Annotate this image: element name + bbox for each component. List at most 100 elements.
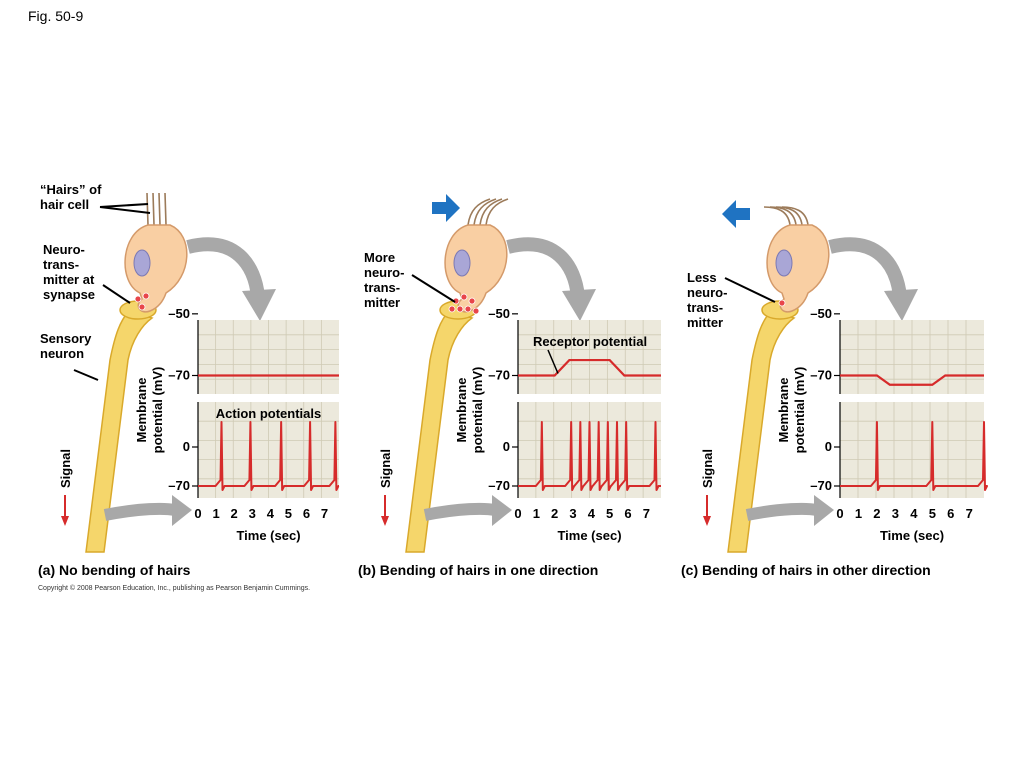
hair-a-3 [164,192,167,226]
vesicle-a-0 [134,295,142,303]
action-trace-a [198,421,340,491]
direction-arrow-left [722,200,750,228]
gray-arrowhead-bottom-c [814,495,834,526]
hair-cell-body-c [766,224,830,313]
vesicle-b-4 [464,305,472,313]
action-tick-label-c-0: 0 [825,439,832,454]
y-axis-label-line-a-0: Membrane [134,377,149,442]
x-tick-label-b-4: 4 [588,506,596,521]
action-tick-label-b-0: 0 [503,439,510,454]
receptor-potential-label: Receptor potential [533,334,647,349]
x-tick-label-c-4: 4 [910,506,918,521]
nucleus-a [133,249,151,277]
x-tick-label-c-6: 6 [947,506,954,521]
x-axis-label-a: Time (sec) [236,528,300,543]
hair-c-0 [763,206,791,226]
hair-c-2 [775,206,803,226]
x-tick-label-a-5: 5 [285,506,292,521]
receptor-trace-c [840,374,984,386]
caption-a: (a) No bending of hairs [38,562,191,578]
action-tick-label-c-1: –70 [810,478,832,493]
y-axis-label-line-a-1: potential (mV) [150,367,165,454]
y-axis-label-line-b-1: potential (mV) [470,367,485,454]
x-tick-label-c-5: 5 [929,506,936,521]
nucleus-b [453,249,471,277]
neurotransmitter-label-c: Less neuro- trans- mitter [687,270,728,330]
sensory-neuron-label: Sensory neuron [40,331,92,361]
x-tick-label-b-6: 6 [624,506,631,521]
vesicle-b-3 [456,305,464,313]
caption-b: (b) Bending of hairs in one direction [358,562,599,578]
x-axis-label-b: Time (sec) [557,528,621,543]
receptor-tick-label-a-1: –70 [168,368,190,383]
vesicle-b-5 [472,307,480,315]
x-axis-label-c: Time (sec) [880,528,944,543]
gray-arrow-bottom-b [423,502,497,521]
neurotransmitter-leader-c [724,277,776,303]
hair-cell-body-a [124,224,188,313]
vesicle-a-1 [142,292,150,300]
action-trace-c [840,421,988,491]
figure-label: Fig. 50-9 [28,8,84,24]
gray-arrowhead-top-a [242,289,276,321]
receptor-potential-leader [547,349,559,374]
gray-arrow-bottom-c [745,502,819,521]
signal-label-b: Signal [378,449,393,488]
x-tick-label-c-0: 0 [836,506,843,521]
hair-c-1 [769,206,797,226]
vesicle-b-1 [460,293,468,301]
receptor-tick-label-c-0: –50 [810,306,832,321]
nucleus-c [775,249,793,277]
x-tick-label-b-3: 3 [569,506,576,521]
x-tick-label-b-1: 1 [533,506,540,521]
x-tick-label-b-0: 0 [514,506,521,521]
signal-arrowhead-c [703,516,711,526]
neurotransmitter-leader-a [102,284,131,304]
x-tick-label-b-5: 5 [606,506,613,521]
sensory-neuron-a [85,309,154,553]
hair-b-3 [485,198,509,226]
copyright: Copyright © 2008 Pearson Education, Inc.… [38,585,311,592]
action-tick-label-a-1: –70 [168,478,190,493]
hair-a-0 [146,192,149,226]
vesicle-c-0 [778,299,786,307]
action-tick-label-b-1: –70 [488,478,510,493]
vesicle-b-2 [468,297,476,305]
gray-arrow-top-b [506,237,585,298]
hair-c-3 [781,206,809,226]
receptor-tick-label-c-1: –70 [810,368,832,383]
hairs-label: “Hairs” of hair cell [40,182,102,212]
x-tick-label-a-2: 2 [231,506,238,521]
action-potentials-label: Action potentials [216,406,321,421]
x-tick-label-a-0: 0 [194,506,201,521]
hair-b-1 [473,198,497,226]
hairs-leader-1 [99,206,151,214]
gray-arrowhead-top-b [562,289,596,321]
vesicle-a-2 [138,303,146,311]
caption-c: (c) Bending of hairs in other direction [681,562,931,578]
gray-arrow-top-c [828,237,907,298]
action-trace-b [518,421,661,491]
hair-b-2 [479,198,503,226]
gray-arrowhead-bottom-a [172,495,192,526]
y-axis-label-line-b-0: Membrane [454,377,469,442]
y-axis-label-line-c-1: potential (mV) [792,367,807,454]
neurotransmitter-leader-b [411,274,456,303]
receptor-tick-label-b-1: –70 [488,368,510,383]
neurotransmitter-label-a: Neuro- trans- mitter at synapse [43,242,96,302]
x-tick-label-c-7: 7 [966,506,973,521]
x-tick-label-a-1: 1 [212,506,219,521]
vesicle-b-6 [448,305,456,313]
sensory-neuron-c [727,309,796,553]
x-tick-label-c-2: 2 [873,506,880,521]
direction-arrow-right [432,194,460,222]
gray-arrow-top-a [186,237,265,298]
sensory-neuron-leader [73,369,99,381]
x-tick-label-a-6: 6 [303,506,310,521]
signal-arrowhead-a [61,516,69,526]
gray-arrow-bottom-a [103,502,177,521]
x-tick-label-c-3: 3 [892,506,899,521]
